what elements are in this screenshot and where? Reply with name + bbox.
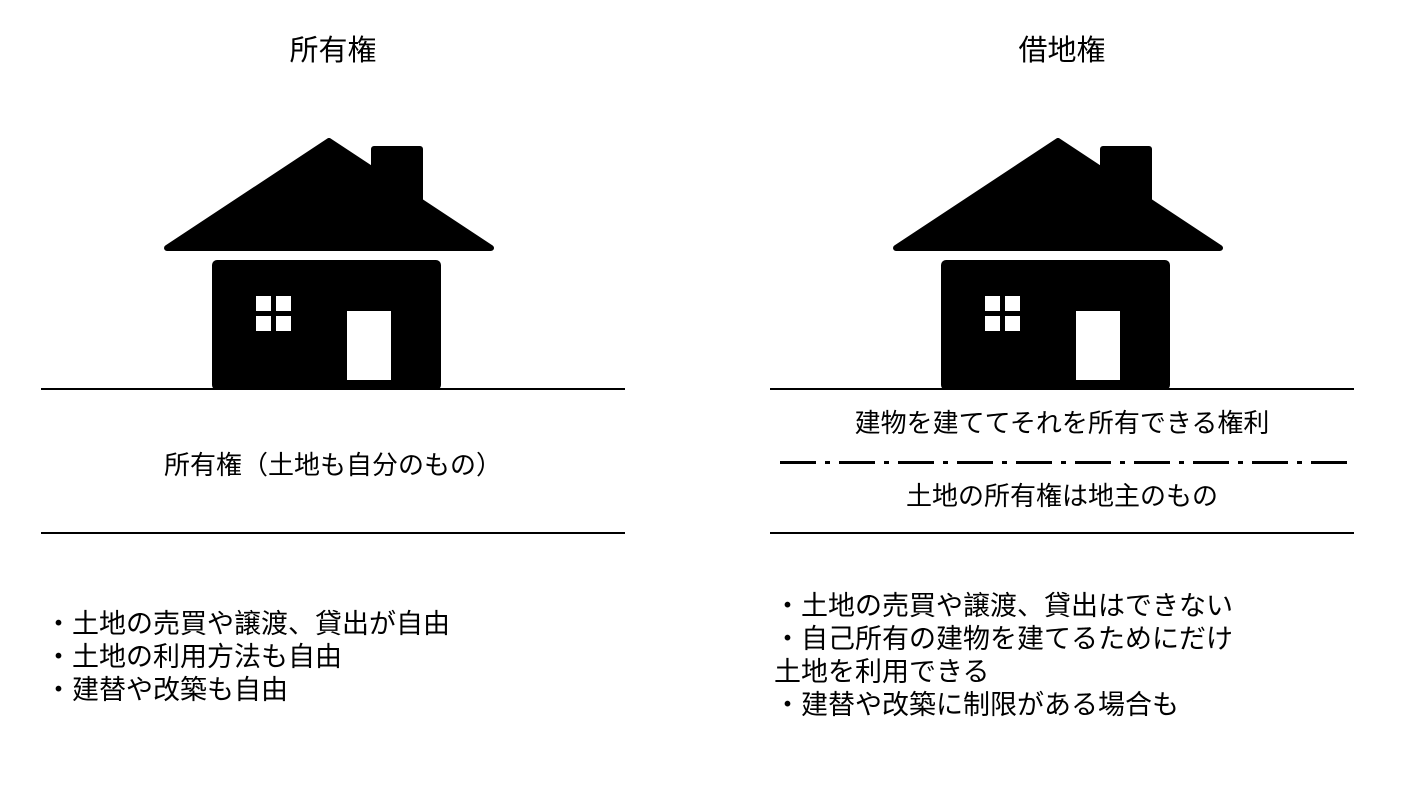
leasehold-panel: 借地権 建物を建ててそれを所有できる権利 土地の所有権は地主のもの ・土地の売買…	[770, 0, 1354, 785]
ownership-title: 所有権	[289, 33, 377, 67]
dash-dot-divider	[780, 461, 1354, 464]
leasehold-land-owner: 土地の所有権は地主のもの	[905, 482, 1218, 512]
list-item: ・自己所有の建物を建てるためにだけ	[774, 624, 1233, 655]
list-item: ・土地の売買や譲渡、貸出はできない	[774, 591, 1233, 622]
list-item: 土地を利用できる	[774, 657, 990, 688]
leasehold-bullet-list: ・土地の売買や譲渡、貸出はできない ・自己所有の建物を建てるためにだけ 土地を利…	[774, 590, 1233, 722]
house-icon	[164, 138, 494, 390]
list-item: ・建替や改築に制限がある場合も	[774, 690, 1179, 721]
list-item: ・建替や改築も自由	[45, 675, 288, 706]
divider-line	[770, 532, 1354, 534]
divider-line	[41, 532, 625, 534]
list-item: ・土地の売買や譲渡、貸出が自由	[45, 609, 450, 640]
ownership-description: 所有権（土地も自分のもの）	[163, 451, 502, 481]
list-item: ・土地の利用方法も自由	[45, 642, 342, 673]
leasehold-title: 借地権	[1018, 33, 1106, 67]
house-icon	[893, 138, 1223, 390]
leasehold-building-right: 建物を建ててそれを所有できる権利	[854, 409, 1270, 439]
ownership-bullet-list: ・土地の売買や譲渡、貸出が自由 ・土地の利用方法も自由 ・建替や改築も自由	[45, 608, 450, 707]
ground-line	[770, 388, 1354, 390]
ground-line	[41, 388, 625, 390]
ownership-panel: 所有権 所有権（土地も自分のもの） ・土地の売買や譲渡、貸出が自由 ・土地の利用…	[41, 0, 625, 785]
